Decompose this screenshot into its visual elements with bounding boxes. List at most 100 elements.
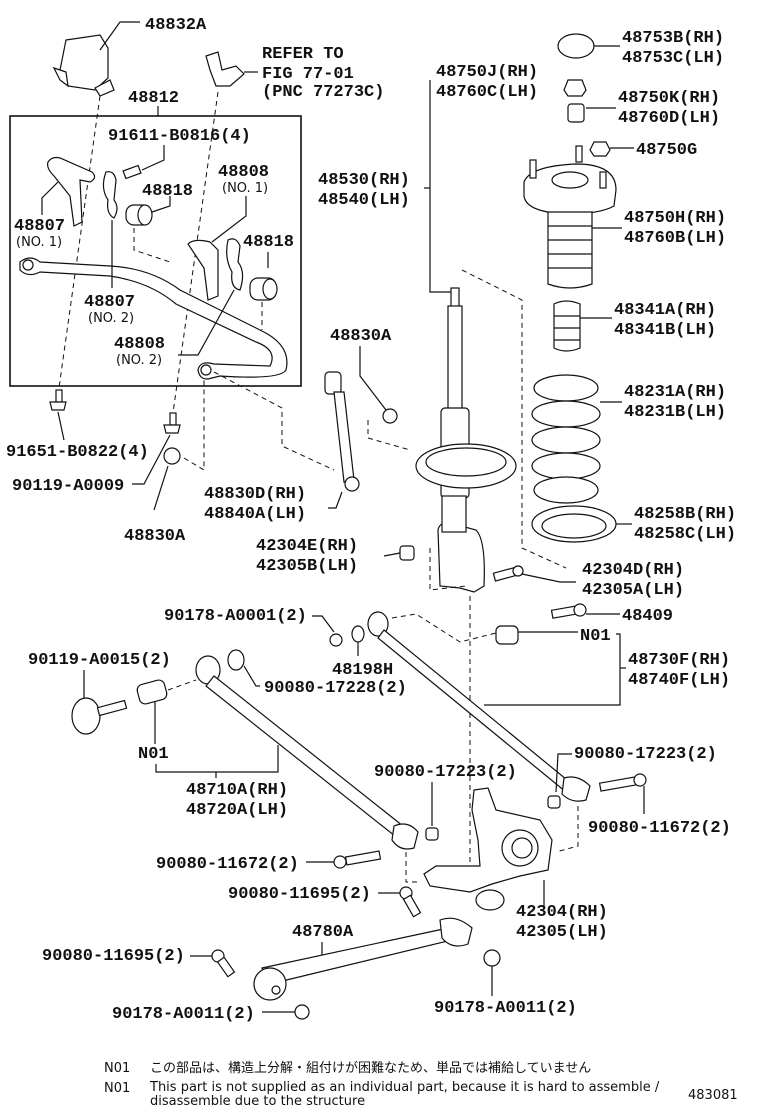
part-bolt-42304D[interactable] [492,565,524,582]
part-48258-insulator[interactable] [531,505,617,543]
label-90080-11695-lower[interactable]: 90080-11695(2) [42,947,185,966]
part-48808-no1[interactable] [187,239,219,301]
part-48710A-arm[interactable] [195,655,419,850]
part-48341-bumper[interactable] [553,300,581,352]
label-48341A[interactable]: 48341A(RH) [614,301,716,320]
label-48760B[interactable]: 48760B(LH) [624,229,726,248]
part-nut-90080-17223-right[interactable] [547,795,561,809]
part-nut-90080-17223-left[interactable] [425,827,439,841]
label-48198H[interactable]: 48198H [332,661,393,680]
part-bolt-90119-A0015[interactable] [71,697,128,735]
part-stabilizer-link[interactable] [324,371,360,492]
label-90178-A0001[interactable]: 90178-A0001(2) [164,607,307,626]
part-48753-cap[interactable] [557,33,595,59]
part-reference-bracket[interactable] [205,51,258,87]
part-bolt-90080-17228[interactable] [227,649,245,671]
part-bushing-42304E[interactable] [399,545,415,561]
label-48720A[interactable]: 48720A(LH) [186,801,288,820]
part-48730F-arm[interactable] [367,611,591,802]
label-refer-fig[interactable]: FIG 77-01 [262,65,354,84]
label-N01-lower[interactable]: N01 [138,745,169,764]
label-42305B[interactable]: 42305B(LH) [256,557,358,576]
label-90178-A0011-right[interactable]: 90178-A0011(2) [434,999,577,1018]
part-48818-bushing-b[interactable] [249,277,278,301]
part-nut-90178-A0011-left[interactable] [294,1004,310,1020]
part-48750H-mount[interactable] [523,145,617,289]
label-90080-11695-upper[interactable]: 90080-11695(2) [228,885,371,904]
part-48750G-nut[interactable] [589,141,611,157]
part-42304-knuckle[interactable] [423,787,553,911]
part-bushing-N01-upper[interactable] [495,625,519,645]
part-bolt-90080-11695-upper[interactable] [399,886,422,918]
part-bolt-90080-11672-left[interactable] [333,850,382,869]
label-48807-no1[interactable]: 48807 [14,217,65,236]
part-48807-no1[interactable] [47,156,96,227]
part-48807-no2[interactable] [102,171,118,219]
label-48830A-lower[interactable]: 48830A [124,527,186,546]
part-shock-absorber[interactable] [415,287,517,593]
label-90080-11672-left[interactable]: 90080-11672(2) [156,855,299,874]
part-48818-bushing-a[interactable] [125,204,153,226]
label-48730F[interactable]: 48730F(RH) [628,651,730,670]
label-90080-17223-left[interactable]: 90080-17223(2) [374,763,517,782]
label-42305A[interactable]: 42305A(LH) [582,581,684,600]
part-bolt-90080-11695-lower[interactable] [211,949,236,978]
label-90119-A0015[interactable]: 90119-A0015(2) [28,651,171,670]
part-bolt-90119-A0009[interactable] [163,412,181,434]
part-48780A-toe-link[interactable] [253,917,473,1001]
label-48750J[interactable]: 48750J(RH) [436,63,538,82]
label-90119-A0009[interactable]: 90119-A0009 [12,477,124,496]
label-48231B[interactable]: 48231B(LH) [624,403,726,422]
label-42304[interactable]: 42304(RH) [516,903,608,922]
label-48760D[interactable]: 48760D(LH) [618,109,720,128]
label-42304E[interactable]: 42304E(RH) [256,537,358,556]
part-nut-90178-A0001[interactable] [329,633,343,647]
part-nut-48830A-lower[interactable] [163,447,181,465]
label-48753B[interactable]: 48753B(RH) [622,29,724,48]
label-48807-no2[interactable]: 48807 [84,293,135,312]
label-48409[interactable]: 48409 [622,607,673,626]
label-48231A[interactable]: 48231A(RH) [624,383,726,402]
label-48530[interactable]: 48530(RH) [318,171,410,190]
part-nut-48830A-upper[interactable] [382,408,398,424]
label-48753C[interactable]: 48753C(LH) [622,49,724,68]
label-48750H[interactable]: 48750H(RH) [624,209,726,228]
label-48780A[interactable]: 48780A [292,923,354,942]
label-48808-no2[interactable]: 48808 [114,335,165,354]
label-90080-17223-right[interactable]: 90080-17223(2) [574,745,717,764]
part-bolt-91651[interactable] [49,389,67,411]
label-42304D[interactable]: 42304D(RH) [582,561,684,580]
label-48740F[interactable]: 48740F(LH) [628,671,730,690]
label-48540[interactable]: 48540(LH) [318,191,410,210]
label-48341B[interactable]: 48341B(LH) [614,321,716,340]
label-48840A[interactable]: 48840A(LH) [204,505,306,524]
label-48818-a[interactable]: 48818 [142,182,193,201]
label-48818-b[interactable]: 48818 [243,233,294,252]
part-48750J-nut[interactable] [563,79,587,97]
label-90080-17228[interactable]: 90080-17228(2) [264,679,407,698]
label-90178-A0011-left[interactable]: 90178-A0011(2) [112,1005,255,1024]
label-48808-no1[interactable]: 48808 [218,163,269,182]
label-90080-11672-right[interactable]: 90080-11672(2) [588,819,731,838]
label-48710A[interactable]: 48710A(RH) [186,781,288,800]
label-42305[interactable]: 42305(LH) [516,923,608,942]
part-nut-90178-A0011-right[interactable] [483,949,501,967]
part-48750K-spacer[interactable] [567,103,585,123]
label-48812[interactable]: 48812 [128,89,179,108]
label-91651-B0822[interactable]: 91651-B0822(4) [6,443,149,462]
part-bushing-N01-lower[interactable] [136,679,168,706]
label-48258C[interactable]: 48258C(LH) [634,525,736,544]
label-48830A-upper[interactable]: 48830A [330,327,392,346]
part-bolt-90080-11672-right[interactable] [598,773,647,792]
label-91611-B0816[interactable]: 91611-B0816(4) [108,127,251,146]
label-48830D[interactable]: 48830D(RH) [204,485,306,504]
part-bolt-91611[interactable] [122,164,142,180]
label-N01-upper[interactable]: N01 [580,627,611,646]
part-stabilizer-bar[interactable] [19,257,288,380]
part-48832A-bracket[interactable] [52,21,140,97]
label-48750K[interactable]: 48750K(RH) [618,89,720,108]
label-48750G[interactable]: 48750G [636,141,697,160]
part-washer-48198H[interactable] [351,625,365,643]
part-48808-no2[interactable] [226,238,244,291]
label-48760C[interactable]: 48760C(LH) [436,83,538,102]
